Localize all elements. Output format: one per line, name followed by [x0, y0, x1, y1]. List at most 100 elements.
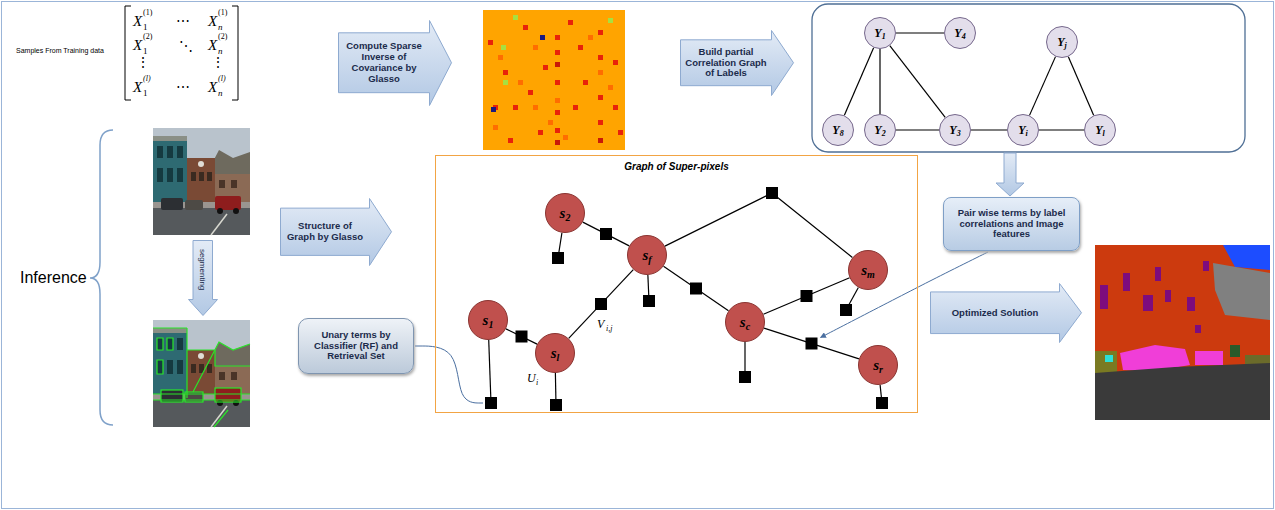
unary-factor	[550, 399, 562, 411]
graph-edge	[764, 328, 859, 359]
unary-factor	[552, 252, 564, 264]
matrix-entry: X	[208, 14, 217, 29]
node-subscript: l	[557, 353, 560, 363]
superpixel-node: s2	[545, 193, 585, 233]
label-graph-panel	[812, 4, 1245, 152]
node-text: Pair wise terms by label correlations an…	[950, 208, 1073, 241]
matrix-entry: X	[208, 38, 217, 53]
heatmap-cell	[555, 62, 560, 67]
matrix-ellipsis: ⋯	[176, 81, 190, 95]
matrix-ellipsis: ⋮	[136, 56, 150, 70]
heatmap-cell	[563, 135, 568, 140]
unary-factor	[739, 371, 751, 383]
graph-edge	[890, 46, 945, 118]
graph-edge	[583, 222, 629, 246]
matrix-entry: X	[133, 38, 142, 53]
node-symbol: s	[873, 358, 879, 373]
matrix-superscript: (l)	[218, 75, 226, 83]
node-subscript: 3	[957, 130, 961, 138]
process-arrow: Build partial Correlation Graph of Label…	[680, 30, 794, 96]
text-area: s2	[546, 194, 584, 232]
node-subscript: 4	[962, 33, 966, 41]
node-symbol: Y	[949, 124, 956, 136]
heatmap-cell	[540, 35, 545, 40]
segment-boundary	[186, 328, 187, 398]
heatmap-cell	[513, 15, 518, 20]
text-area: sr	[859, 346, 897, 384]
heatmap-cell	[508, 138, 513, 143]
heatmap-cell	[613, 60, 618, 65]
segment-boundary	[215, 388, 241, 402]
heatmap-cell	[618, 130, 623, 135]
heatmap-cell	[533, 105, 538, 110]
label-node: Y8	[822, 114, 854, 146]
heatmap-cell	[555, 50, 560, 55]
matrix-subscript: 1	[143, 47, 148, 56]
heatmap-cell	[518, 80, 523, 85]
process-arrow: Optimized Solution	[930, 283, 1082, 343]
node-symbol: Y	[1057, 36, 1064, 48]
node-text: Unary terms by Classifier (RF) and Retri…	[305, 330, 407, 363]
text-area: Structure of Graph by Glasso	[285, 210, 365, 254]
matrix-subscript: n	[218, 23, 223, 32]
text-area: Unary terms by Classifier (RF) and Retri…	[299, 319, 413, 373]
label-node: Y3	[939, 114, 971, 146]
heatmap-cell	[555, 140, 560, 145]
pairwise-factor	[806, 338, 818, 350]
heatmap-cell	[598, 55, 603, 60]
inference-brace	[90, 130, 113, 425]
matrix-superscript: (2)	[143, 33, 152, 41]
unary-factor	[643, 295, 655, 307]
pairwise-factor	[766, 187, 778, 199]
heatmap-cell	[503, 80, 508, 85]
text-area: Yi	[1008, 115, 1038, 145]
text-area: Y4	[945, 18, 975, 48]
matrix-subscript: n	[218, 89, 223, 98]
result-car	[1195, 351, 1223, 365]
result-image	[1095, 245, 1270, 420]
result-window	[1123, 273, 1130, 291]
heatmap-cell	[588, 35, 593, 40]
superpixel-node: sr	[858, 345, 898, 385]
heatmap-cell	[608, 85, 613, 90]
factor-subscript: i,j	[606, 325, 612, 333]
node-symbol: s	[740, 315, 746, 330]
text-area: Graph of Super-pixels	[436, 161, 917, 173]
segment-boundary	[193, 342, 250, 392]
heatmap-cell	[543, 65, 548, 70]
graph-edge	[1068, 57, 1093, 116]
result-building	[1095, 245, 1270, 420]
process-arrow: Compute Sparse Inverse of Covariance by …	[338, 20, 452, 106]
heatmap-cell	[573, 105, 578, 110]
process-arrow: Structure of Graph by Glasso	[280, 198, 392, 266]
result-window	[1165, 290, 1171, 302]
result-mountain	[1213, 263, 1270, 320]
text-area: Y3	[940, 115, 970, 145]
node-symbol: s	[642, 248, 648, 263]
node-subscript: j	[1065, 42, 1067, 50]
node-symbol: s	[551, 346, 557, 361]
heatmap-cell	[555, 110, 560, 115]
down-arrow	[996, 153, 1024, 196]
node-symbol: s	[861, 263, 867, 278]
graph-edge	[763, 278, 849, 314]
heatmap-cell	[523, 25, 528, 30]
unary-box: Unary terms by Classifier (RF) and Retri…	[298, 318, 414, 374]
result-region	[1105, 355, 1113, 362]
node-subscript: 2	[882, 130, 886, 138]
result-window	[1100, 285, 1108, 309]
graph-edge	[569, 270, 634, 339]
heatmap-cell	[555, 35, 560, 40]
text-area: sf	[628, 236, 666, 274]
segment-boundary	[185, 392, 203, 402]
node-subscript: 2	[565, 213, 570, 223]
node-subscript: c	[746, 322, 750, 332]
heatmap-cell	[491, 107, 496, 112]
matrix-superscript: (1)	[218, 9, 227, 17]
section-label: Inference	[20, 270, 87, 286]
node-text: segmenting	[198, 249, 207, 290]
result-region	[1095, 351, 1117, 373]
matrix-ellipsis: ⋮	[211, 56, 225, 70]
matrix-bracket	[125, 6, 131, 100]
